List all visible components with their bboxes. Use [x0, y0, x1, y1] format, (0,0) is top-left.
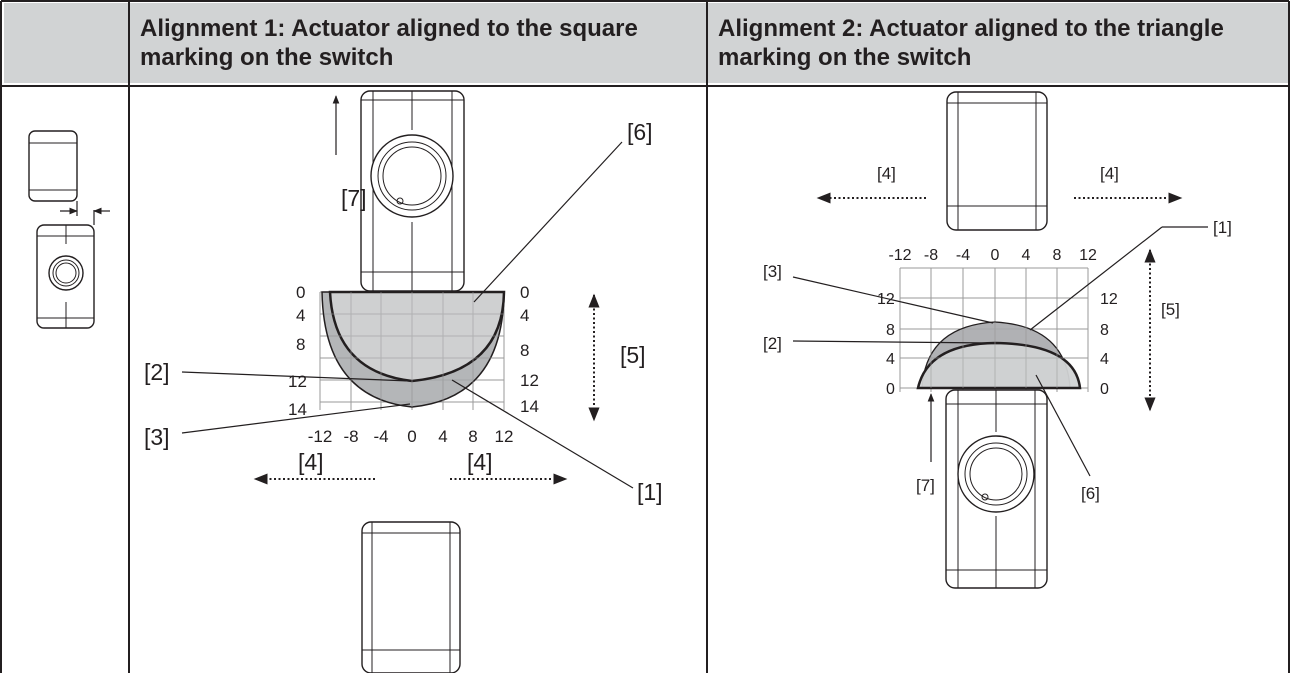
x-tick: 8	[1053, 247, 1062, 264]
y-tick-left: 12	[288, 372, 307, 391]
x-tick: 0	[407, 427, 416, 446]
x-tick: -12	[888, 247, 911, 264]
y-tick-right: 0	[1100, 381, 1109, 398]
y-tick-left: 8	[296, 335, 305, 354]
y-tick-left: 14	[288, 400, 307, 419]
callout-6: [6]	[1081, 484, 1100, 503]
callout-6: [6]	[627, 119, 653, 145]
y-tick-right: 12	[520, 371, 539, 390]
switch-body-top	[360, 90, 465, 292]
y-tick-right: 4	[1100, 351, 1109, 368]
y-tick-left: 0	[886, 381, 895, 398]
callout-7: [7]	[341, 185, 367, 211]
callout-4-left: [4]	[298, 449, 324, 475]
x-tick: 12	[495, 427, 514, 446]
callout-2: [2]	[144, 359, 170, 385]
actuator-top	[946, 91, 1048, 231]
callout-7: [7]	[916, 476, 935, 495]
x-tick: 12	[1079, 247, 1097, 264]
header-alignment-2: Alignment 2: Actuator aligned to the tri…	[708, 3, 1288, 83]
actuator-bottom	[361, 521, 461, 673]
y-tick-right: 14	[520, 397, 539, 416]
switch-body-bottom	[945, 389, 1048, 589]
x-tick: 0	[991, 247, 1000, 264]
x-tick: 4	[438, 427, 447, 446]
callout-5: [5]	[1161, 300, 1180, 319]
callout-4-right: [4]	[467, 449, 493, 475]
diagram-alignment-2: -12 -8 -4 0 4 8 12 12 8 4 0 12 8 4 0 [4]…	[763, 91, 1232, 589]
x-tick: -8	[343, 427, 358, 446]
callout-1: [1]	[637, 479, 663, 505]
y-tick-left: 8	[886, 322, 895, 339]
callout-3: [3]	[144, 424, 170, 450]
y-tick-right: 4	[520, 306, 529, 325]
y-tick-left: 12	[877, 291, 895, 308]
y-tick-left: 4	[296, 306, 305, 325]
y-tick-right: 8	[520, 341, 529, 360]
callout-3: [3]	[763, 262, 782, 281]
x-tick: 8	[468, 427, 477, 446]
x-tick: -4	[956, 247, 970, 264]
diagram-alignment-1: 0 4 8 12 14 0 4 8 12 14 -12 -8 -4 0 4 8 …	[144, 90, 663, 673]
callout-4-right: [4]	[1100, 164, 1119, 183]
callout-2: [2]	[763, 334, 782, 353]
callout-4-left: [4]	[877, 164, 896, 183]
y-tick-right: 0	[520, 283, 529, 302]
y-tick-left: 4	[886, 351, 895, 368]
y-tick-left: 0	[296, 283, 305, 302]
callout-1: [1]	[1213, 218, 1232, 237]
header-alignment-1: Alignment 1: Actuator aligned to the squ…	[130, 3, 706, 83]
x-tick: 4	[1022, 247, 1031, 264]
y-tick-right: 8	[1100, 322, 1109, 339]
x-tick: -8	[924, 247, 938, 264]
x-tick: -4	[373, 427, 388, 446]
x-tick: -12	[308, 427, 333, 446]
callout-5: [5]	[620, 342, 646, 368]
y-tick-right: 12	[1100, 291, 1118, 308]
thumbnail-switch-illustration	[28, 130, 110, 329]
header-cell-empty	[4, 3, 128, 83]
